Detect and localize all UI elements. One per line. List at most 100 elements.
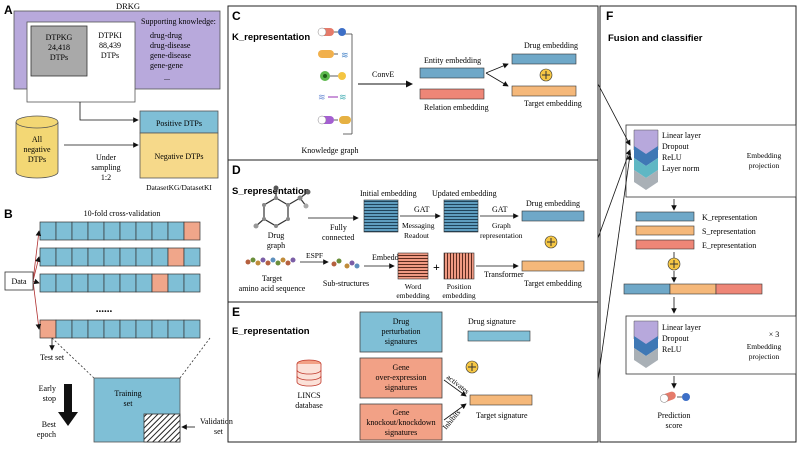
proj2-layer-1: Linear layer bbox=[662, 323, 701, 332]
molecule-icon bbox=[253, 185, 311, 229]
fold-cell bbox=[39, 273, 57, 293]
fold-cell bbox=[183, 273, 201, 293]
amino-acid-chain-icon bbox=[245, 257, 296, 266]
prediction-score-1: Prediction bbox=[658, 411, 691, 420]
support-item-3: gene-disease bbox=[150, 51, 191, 60]
fold-cell bbox=[119, 319, 137, 339]
fold-cell bbox=[135, 221, 153, 241]
zoom-line-right bbox=[179, 337, 211, 379]
updated-embedding-matrix bbox=[443, 199, 479, 233]
d-target-embedding-label: Target embedding bbox=[524, 279, 582, 288]
dtp-kg-label: DTPKG bbox=[46, 33, 73, 42]
support-item-1: drug-drug bbox=[150, 31, 182, 40]
emb-proj-2a: Embedding bbox=[747, 342, 782, 351]
plus-icon-e bbox=[465, 360, 479, 374]
support-item-2: drug-disease bbox=[150, 41, 191, 50]
word-emb-2: embedding bbox=[396, 291, 430, 300]
all-negative-2: negative bbox=[23, 145, 51, 154]
early-stop-1: Early bbox=[39, 384, 56, 393]
s-rep-title: S_representation bbox=[232, 186, 310, 197]
gene-over-2: over-expression bbox=[376, 373, 427, 382]
fold-cell bbox=[55, 221, 73, 241]
lincs-2: database bbox=[295, 401, 323, 410]
inhibits-arrow bbox=[443, 403, 467, 421]
fold-cell bbox=[39, 221, 57, 241]
fold-cell bbox=[103, 273, 121, 293]
support-item-5: ... bbox=[164, 73, 170, 82]
target-aa-1: Target bbox=[262, 274, 283, 283]
fold-cell bbox=[71, 319, 89, 339]
dtp-ki-count: 88,439 bbox=[99, 41, 121, 50]
early-stop-2: stop bbox=[43, 394, 56, 403]
zoom-line-left bbox=[51, 337, 95, 379]
c-target-embedding-label: Target embedding bbox=[524, 99, 582, 108]
dtp-kg-box bbox=[30, 25, 88, 77]
c-drug-embedding-label: Drug embedding bbox=[524, 41, 578, 50]
fold-cell bbox=[183, 319, 201, 339]
layer-stack-icon-2 bbox=[633, 320, 659, 368]
plus-icon-d bbox=[544, 235, 558, 249]
fold-cell bbox=[151, 247, 169, 267]
fold-cell bbox=[135, 247, 153, 267]
word-embedding-matrix bbox=[397, 252, 429, 280]
fully-connected-1: Fully bbox=[330, 223, 347, 232]
emb-proj-1a: Embedding bbox=[747, 151, 782, 160]
lincs-1: LINCS bbox=[297, 391, 320, 400]
middle-frame bbox=[227, 5, 599, 443]
best-epoch-2: epoch bbox=[37, 430, 56, 439]
c-drug-embedding-bar bbox=[511, 53, 577, 65]
embedding-label: Embedding bbox=[372, 253, 409, 262]
cv-title: 10-fold cross-validation bbox=[84, 209, 161, 218]
validation-set-box bbox=[143, 413, 181, 443]
fold-cell bbox=[167, 273, 185, 293]
all-negative-1: All bbox=[32, 135, 43, 144]
plus-sign: + bbox=[433, 260, 440, 274]
fold-cell bbox=[135, 273, 153, 293]
fold-cell bbox=[87, 273, 105, 293]
e-rep-title: E_representation bbox=[232, 326, 310, 337]
k-to-f-arrow bbox=[597, 83, 631, 146]
fold-cell bbox=[103, 221, 121, 241]
fold-cell bbox=[39, 247, 57, 267]
fold-cell bbox=[119, 273, 137, 293]
layer-stack-icon-1 bbox=[633, 129, 659, 190]
fold-cell bbox=[151, 319, 169, 339]
drug-graph-2: graph bbox=[267, 241, 285, 250]
fold-cell bbox=[55, 319, 73, 339]
drug-pert-2: perturbation bbox=[381, 327, 420, 336]
positive-arrow bbox=[79, 102, 139, 123]
validation-set-1: Validation bbox=[200, 417, 233, 426]
relation-embedding-bar bbox=[419, 88, 485, 100]
fused-embedding-bar bbox=[623, 283, 763, 295]
panel-e-label: E bbox=[232, 305, 240, 319]
svg-text:≋: ≋ bbox=[339, 92, 347, 102]
emb-proj-1b: projection bbox=[749, 161, 780, 170]
prediction-score-2: score bbox=[666, 421, 683, 430]
fold-test-cell bbox=[183, 221, 201, 241]
substructures-icon bbox=[331, 258, 360, 269]
panel-c-label: C bbox=[232, 9, 241, 23]
under-sampling-1: Under bbox=[96, 153, 116, 162]
fold-cell bbox=[71, 247, 89, 267]
drug-signature-bar bbox=[467, 330, 531, 342]
s-to-f-arrow bbox=[597, 149, 631, 239]
proj1-layer-4: Layer norm bbox=[662, 164, 700, 173]
target-split-arrow bbox=[485, 72, 509, 87]
d-drug-embedding-label: Drug embedding bbox=[526, 199, 580, 208]
data-to-fold-arrow bbox=[32, 256, 41, 282]
training-set-2: set bbox=[124, 399, 134, 408]
gene-knock-2: knockout/knockdown bbox=[366, 418, 435, 427]
data-to-fold-arrow bbox=[32, 230, 42, 282]
position-emb-1: Position bbox=[447, 282, 472, 291]
readout-label: Readout bbox=[404, 231, 430, 240]
fold-cell bbox=[55, 273, 73, 293]
positive-dtps-label: Positive DTPs bbox=[156, 119, 202, 128]
gene-knock-1: Gene bbox=[393, 408, 410, 417]
drug-signature-label: Drug signature bbox=[468, 317, 516, 326]
updated-embedding-label: Updated embedding bbox=[432, 189, 497, 198]
plus-icon bbox=[539, 68, 553, 82]
fold-cell bbox=[103, 247, 121, 267]
fold-cell bbox=[87, 221, 105, 241]
